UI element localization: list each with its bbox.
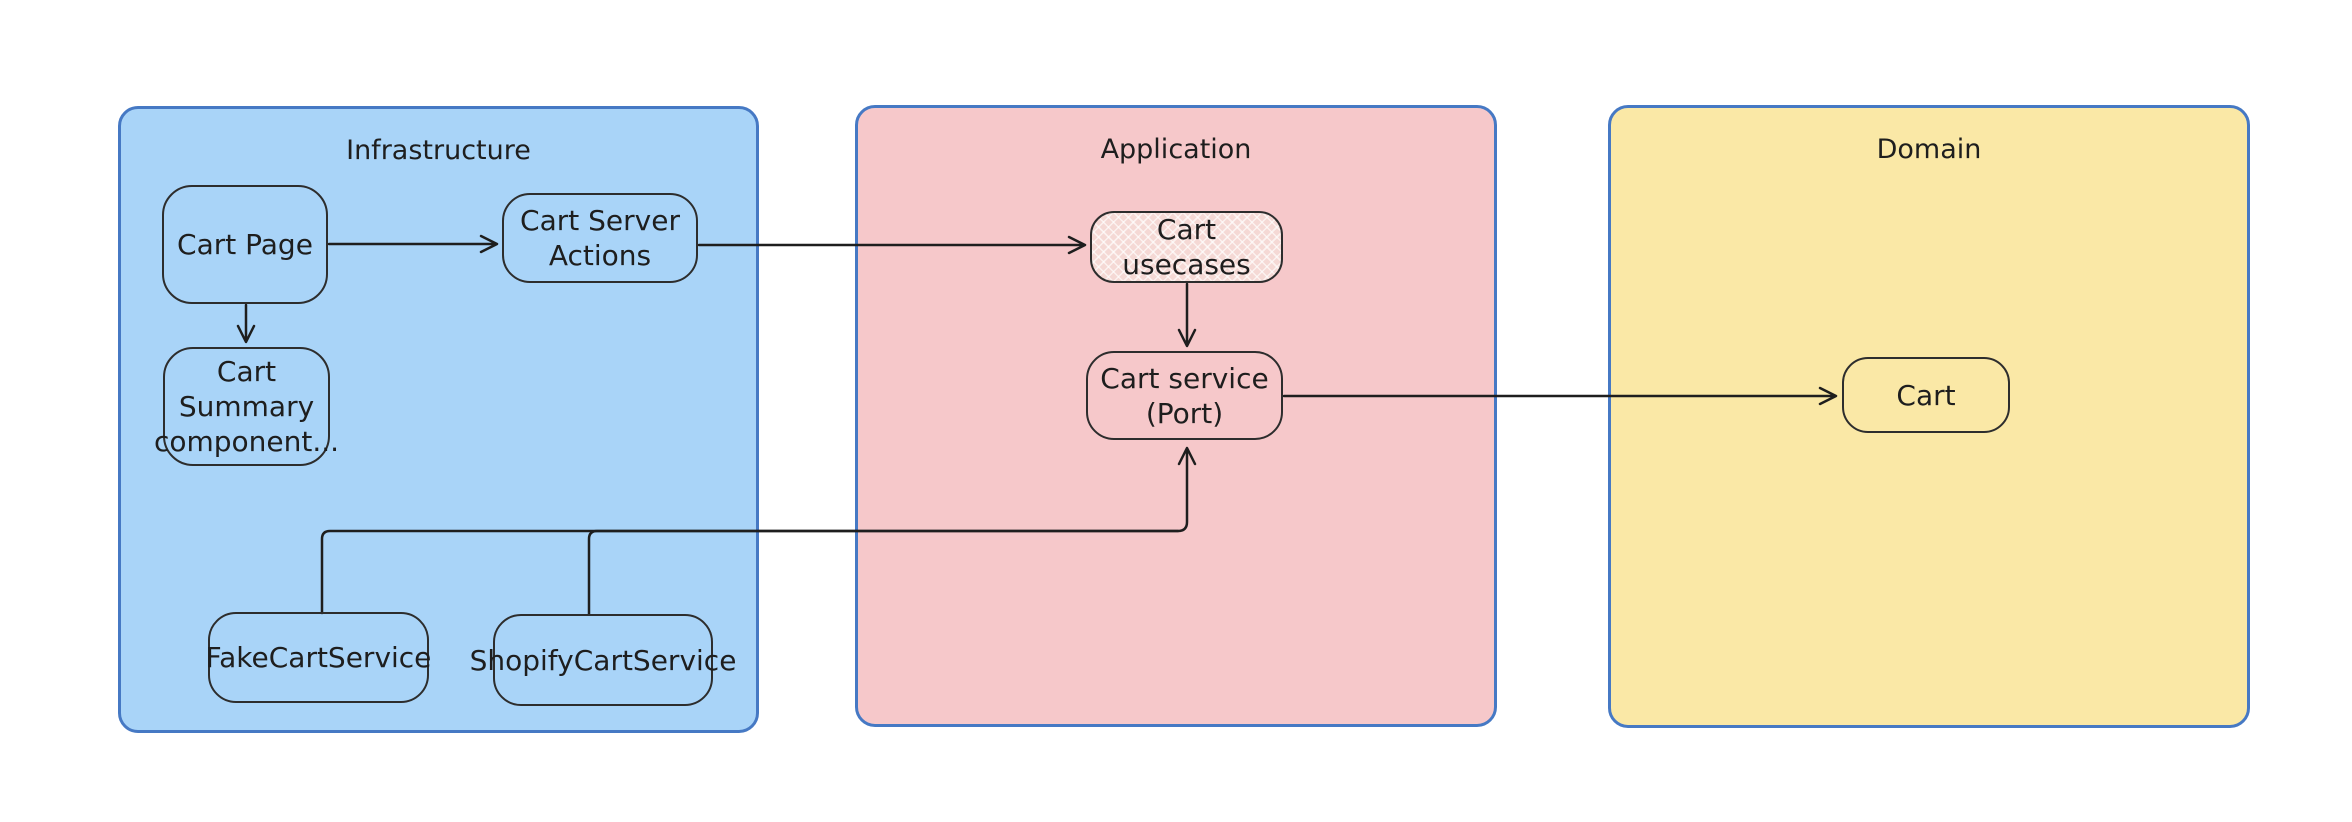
cart-summary-node[interactable]: Cart Summary component... [154,347,339,466]
application-container[interactable]: Application [855,105,1497,727]
domain-container[interactable]: Domain [1608,105,2250,728]
arrow-cart-server-actions-to-cart-usecases[interactable] [697,235,1087,255]
cart-page-label: Cart Page [177,228,313,261]
arrow-cart-usecases-to-cart-service[interactable] [1177,282,1197,348]
cart-usecases-label: Cart usecases [1122,213,1251,281]
cart-page-node[interactable]: Cart Page [162,185,328,304]
cart-server-actions-node[interactable]: Cart Server Actions [502,193,698,283]
arrow-cart-page-to-cart-summary[interactable] [236,303,256,344]
cart-summary-label: Cart Summary component... [153,355,340,458]
cart-node[interactable]: Cart [1842,357,2010,433]
infrastructure-title: Infrastructure [346,135,531,166]
fake-cart-service-label: FakeCartService [205,641,432,674]
cart-server-actions-label: Cart Server Actions [520,204,680,272]
cart-service-port-label: Cart service (Port) [1100,361,1269,430]
cart-service-port-node[interactable]: Cart service (Port) [1086,351,1283,440]
arrow-cart-service-to-cart[interactable] [1282,386,1838,406]
application-title: Application [1100,134,1252,165]
fake-cart-service-node[interactable]: FakeCartService [205,612,432,703]
shopify-cart-service-node[interactable]: ShopifyCartService [470,614,736,706]
arrow-shopify-cart-service-to-cart-service[interactable] [587,529,1180,616]
cart-label: Cart [1896,378,1956,412]
cart-usecases-node[interactable]: Cart usecases [1090,211,1283,283]
arrow-cart-page-to-cart-server-actions[interactable] [327,234,499,254]
shopify-cart-service-label: ShopifyCartService [469,643,737,677]
domain-title: Domain [1876,134,1982,165]
